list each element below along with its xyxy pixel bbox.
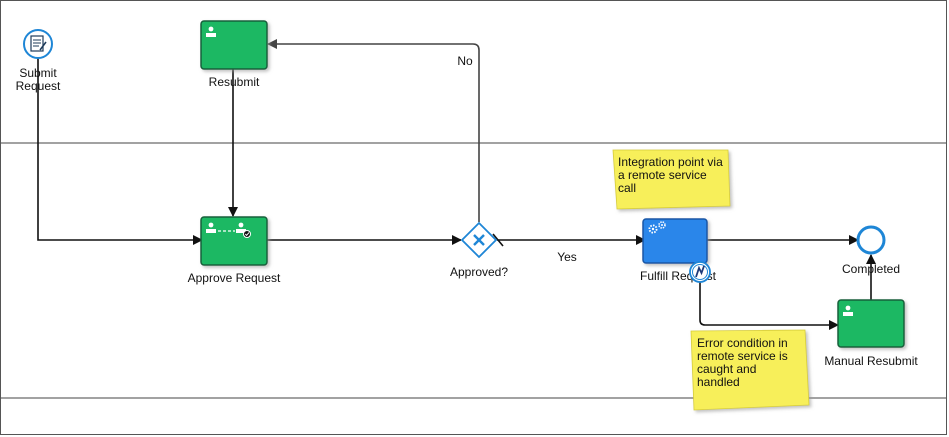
flow-gateway-no-to-resubmit[interactable] xyxy=(267,39,480,222)
user-icon xyxy=(843,305,853,316)
gateway-approved[interactable] xyxy=(460,221,498,259)
start-event[interactable] xyxy=(23,29,53,59)
start-event-label-line1: Submit xyxy=(19,66,57,80)
gateway-label: Approved? xyxy=(450,265,508,279)
user-icon xyxy=(206,26,216,37)
note-error[interactable]: Error condition in remote service is cau… xyxy=(690,329,810,411)
task-approve-request[interactable] xyxy=(200,216,268,266)
note-integration[interactable]: Integration point via a remote service c… xyxy=(612,149,731,210)
boundary-error-event[interactable] xyxy=(689,261,711,283)
note-error-line3: caught and xyxy=(697,362,756,376)
form-document-icon xyxy=(30,35,47,52)
note-error-line4: handled xyxy=(697,375,740,389)
gears-icon xyxy=(648,221,666,234)
note-integration-line2: a remote service xyxy=(618,168,707,182)
task-resubmit-label: Resubmit xyxy=(209,75,260,89)
end-event-completed[interactable] xyxy=(856,225,886,255)
note-error-line2: remote service is xyxy=(697,349,788,363)
error-lightning-icon xyxy=(695,265,705,278)
task-manual-resubmit[interactable] xyxy=(837,299,905,348)
task-resubmit[interactable] xyxy=(200,20,268,70)
user-handoff-icon xyxy=(206,222,251,238)
end-event-label: Completed xyxy=(842,262,900,276)
flow-error-to-manual-resubmit[interactable] xyxy=(699,281,839,330)
note-integration-line3: call xyxy=(618,181,636,195)
x-icon xyxy=(473,234,485,246)
default-flow-marker xyxy=(492,233,504,247)
task-fulfill-request[interactable] xyxy=(642,218,708,264)
note-integration-line1: Integration point via xyxy=(618,155,723,169)
flow-label-yes: Yes xyxy=(557,250,577,264)
task-manual-resubmit-label: Manual Resubmit xyxy=(824,354,918,368)
start-event-label-line2: Request xyxy=(16,79,61,93)
flow-submit-to-approve[interactable] xyxy=(37,58,203,245)
flow-label-no: No xyxy=(457,54,473,68)
task-approve-label: Approve Request xyxy=(188,271,281,285)
note-error-line1: Error condition in xyxy=(697,336,788,350)
